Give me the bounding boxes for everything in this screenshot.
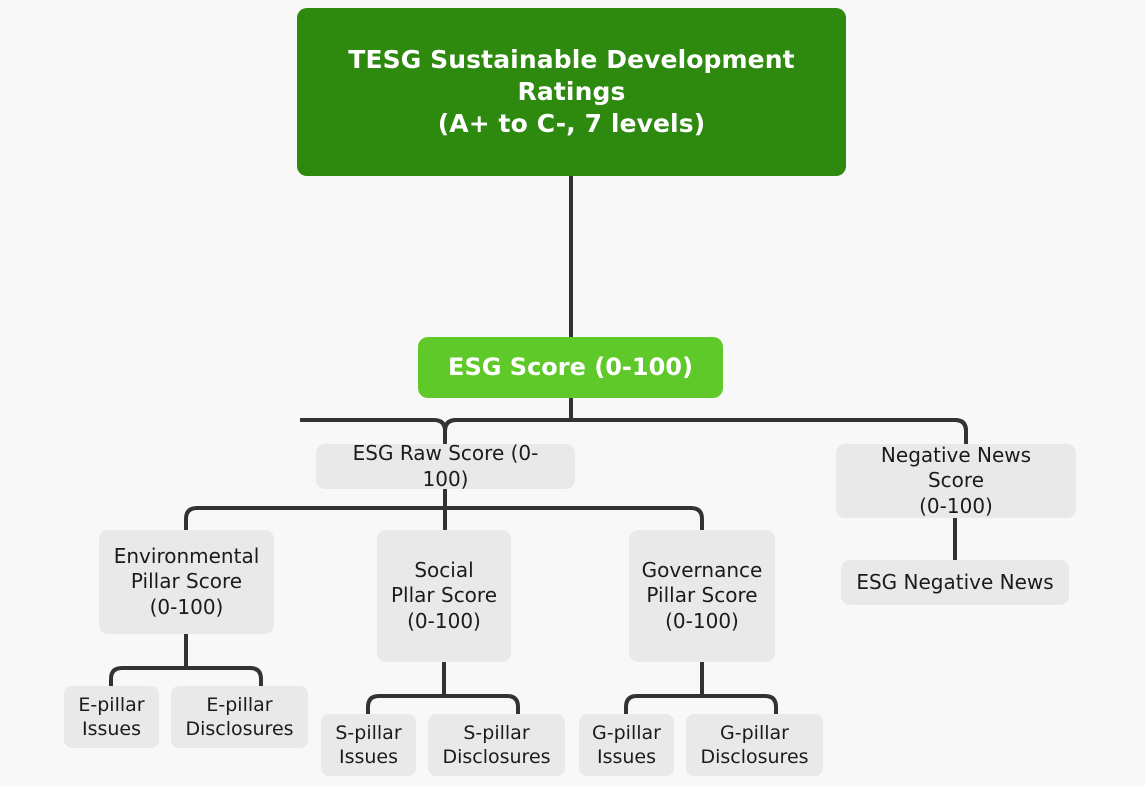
node-g-pillar-disclosures[interactable]: G-pillar Disclosures <box>686 714 823 776</box>
node-environmental-pillar-score[interactable]: Environmental Pillar Score (0-100) <box>99 530 274 634</box>
node-esg-negative-news[interactable]: ESG Negative News <box>841 560 1069 605</box>
edge-esg-score-to-children <box>300 398 968 444</box>
node-e-pillar-issues[interactable]: E-pillar Issues <box>64 686 159 748</box>
edge-elbow-governance <box>690 506 704 530</box>
node-e-pillar-disclosures[interactable]: E-pillar Disclosures <box>171 686 308 748</box>
edge-elbow-e-issues <box>109 666 123 686</box>
edge-elbow-g-disclosures <box>764 694 778 714</box>
edge-elbow-e-disclosures <box>249 666 263 686</box>
edge-elbow-s-issues <box>366 694 380 714</box>
edge-elbow-environmental <box>184 506 198 530</box>
edge-elbow-s-disclosures <box>506 694 520 714</box>
node-s-pillar-disclosures[interactable]: S-pillar Disclosures <box>428 714 565 776</box>
edge-elbow-negative-news <box>954 418 968 444</box>
node-esg-raw-score[interactable]: ESG Raw Score (0-100) <box>316 441 575 491</box>
node-governance-pillar-score[interactable]: Governance Pillar Score (0-100) <box>629 530 775 662</box>
node-social-pillar-score[interactable]: Social Pllar Score (0-100) <box>377 530 511 662</box>
node-s-pillar-issues[interactable]: S-pillar Issues <box>321 714 416 776</box>
node-esg-score[interactable]: ESG Score (0-100) <box>418 337 723 398</box>
edge-elbow-g-issues <box>624 694 638 714</box>
node-g-pillar-issues[interactable]: G-pillar Issues <box>579 714 674 776</box>
node-tesg-sustainable-development-ratings[interactable]: TESG Sustainable Development Ratings (A+… <box>297 8 846 176</box>
node-negative-news-score[interactable]: Negative News Score (0-100) <box>836 443 1076 518</box>
